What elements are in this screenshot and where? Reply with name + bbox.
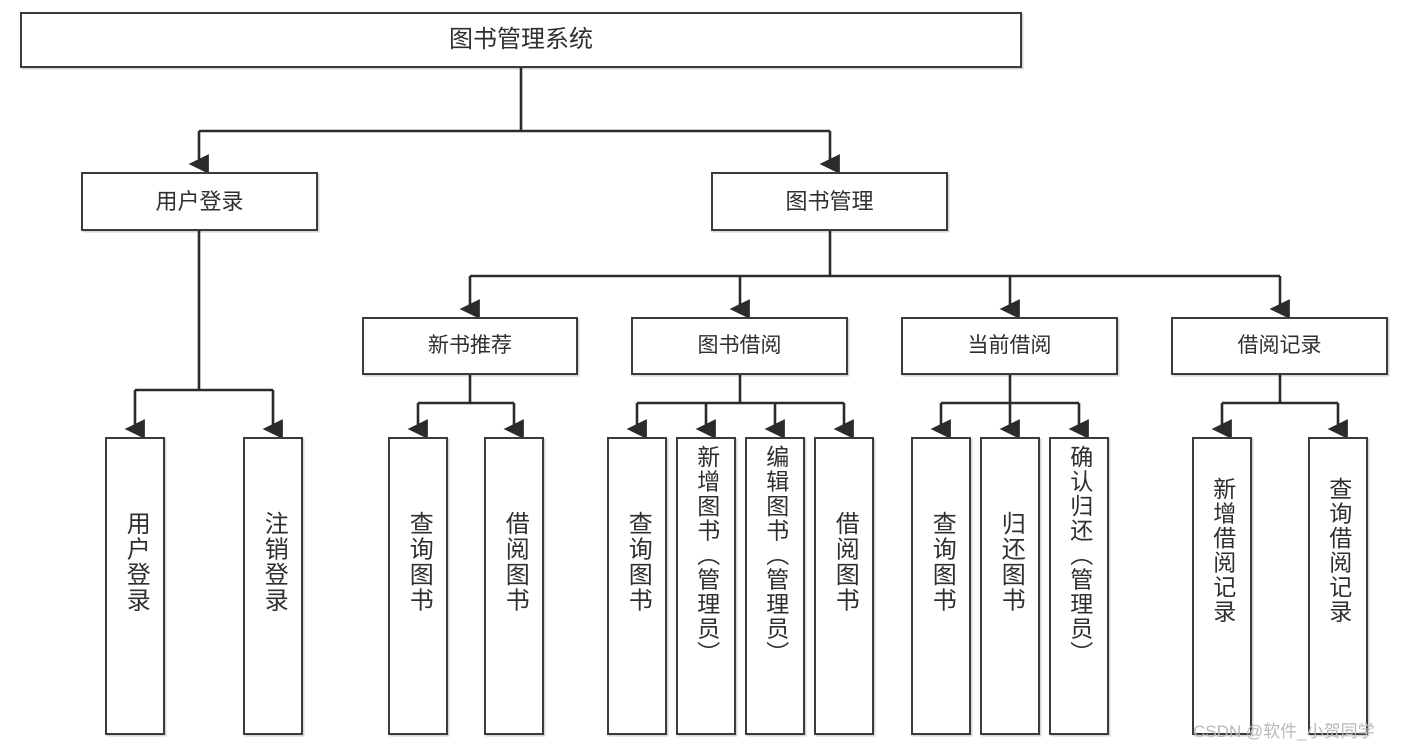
node-label: 查询图书 xyxy=(624,511,652,613)
node-label: 注销登录 xyxy=(260,511,288,613)
node-label: 用户登录 xyxy=(122,511,150,613)
node-leaf-edit-book[interactable]: 编辑图书（管理员） xyxy=(745,437,805,735)
node-leaf-borrow-book-2[interactable]: 借阅图书 xyxy=(814,437,874,735)
node-leaf-add-record[interactable]: 新增借阅记录 xyxy=(1192,437,1252,735)
node-leaf-query-book-3[interactable]: 查询图书 xyxy=(911,437,971,735)
node-label: 归还图书 xyxy=(997,511,1025,613)
node-label: 借阅图书 xyxy=(501,511,529,613)
node-leaf-borrow-book-1[interactable]: 借阅图书 xyxy=(484,437,544,735)
node-leaf-return-book[interactable]: 归还图书 xyxy=(980,437,1040,735)
node-label: 查询图书 xyxy=(405,511,433,613)
node-leaf-query-record[interactable]: 查询借阅记录 xyxy=(1308,437,1368,735)
node-label: 新增图书（管理员） xyxy=(693,445,720,666)
node-book-borrow[interactable]: 图书借阅 xyxy=(631,317,848,375)
node-label: 用户登录 xyxy=(155,188,244,214)
node-label: 编辑图书（管理员） xyxy=(762,445,789,666)
node-root-book-management-system[interactable]: 图书管理系统 xyxy=(20,12,1022,68)
node-leaf-query-book-1[interactable]: 查询图书 xyxy=(388,437,448,735)
node-leaf-add-book[interactable]: 新增图书（管理员） xyxy=(676,437,736,735)
node-current-borrow[interactable]: 当前借阅 xyxy=(901,317,1118,375)
node-book-manage[interactable]: 图书管理 xyxy=(711,172,948,231)
node-leaf-confirm-return[interactable]: 确认归还（管理员） xyxy=(1049,437,1109,735)
node-leaf-query-book-2[interactable]: 查询图书 xyxy=(607,437,667,735)
node-label: 图书借阅 xyxy=(697,333,782,357)
node-label: 借阅图书 xyxy=(831,511,859,613)
node-label: 图书管理 xyxy=(785,188,874,214)
node-leaf-user-login[interactable]: 用户登录 xyxy=(105,437,165,735)
node-label: 新增借阅记录 xyxy=(1209,477,1236,624)
node-label: 新书推荐 xyxy=(428,333,512,357)
node-new-book-recommend[interactable]: 新书推荐 xyxy=(362,317,578,375)
node-label: 图书管理系统 xyxy=(449,26,593,54)
node-label: 查询借阅记录 xyxy=(1325,477,1352,624)
node-user-login[interactable]: 用户登录 xyxy=(81,172,318,231)
node-leaf-logout[interactable]: 注销登录 xyxy=(243,437,303,735)
node-label: 查询图书 xyxy=(928,511,956,613)
node-label: 借阅记录 xyxy=(1237,333,1322,357)
node-borrow-record[interactable]: 借阅记录 xyxy=(1171,317,1388,375)
node-label: 确认归还（管理员） xyxy=(1066,445,1093,666)
node-label: 当前借阅 xyxy=(967,333,1052,357)
csdn-watermark: CSDN @软件_小贺同学 xyxy=(1193,722,1375,741)
